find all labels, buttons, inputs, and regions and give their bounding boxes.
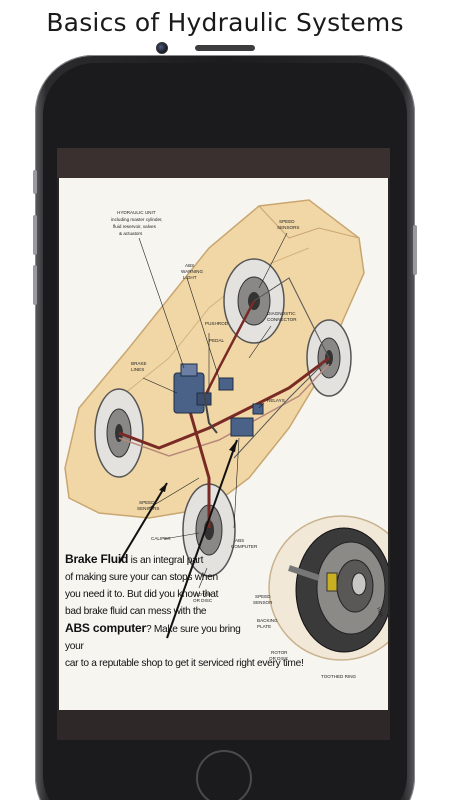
label-backing-plate-1: BACKING	[257, 618, 278, 623]
relays-box	[252, 403, 264, 415]
callout-lines	[138, 232, 288, 589]
caption-line-3: you need it to. But did you know that	[65, 589, 219, 600]
arrow-head	[229, 440, 237, 452]
abs-warning-light	[218, 377, 234, 391]
label-caliper: CALIPER	[151, 536, 171, 541]
label-speed-sensors-top-1: SPEED	[279, 219, 295, 224]
brake-line-main	[118, 356, 330, 450]
label-abs-warning-light-1: ABS	[185, 263, 194, 268]
brake-line-front	[187, 407, 211, 528]
caption-line-4: bad brake fluid can mess with the	[65, 606, 207, 617]
phone-power-button	[413, 225, 417, 275]
label-speed-sensors-top-2: SENSORS	[277, 225, 299, 230]
label-abs-warning-light-3: LIGHT	[183, 275, 197, 280]
front-left-wheel	[182, 483, 236, 577]
phone-volume-down-button	[33, 265, 37, 305]
label-relays: RELAYS	[267, 398, 285, 403]
brake-fluid-caption: Brake Fluid is an integral part of makin…	[65, 551, 304, 672]
phone-volume-up-button	[33, 215, 37, 255]
label-abs-computer-2: COMPUTER	[231, 544, 258, 549]
caption-line-5: ABS computer? Make sure you bring your	[65, 620, 255, 655]
phone-screen: HYDRAULIC UNIT including master cylinder…	[57, 148, 390, 740]
label-hydraulic-unit-sub2: fluid reservoir, valves	[113, 224, 157, 229]
label-speed-sensor-1: SPEED	[255, 594, 271, 599]
label-speed-sensor-2: SENSOR	[253, 600, 273, 605]
caption-line-1: Brake Fluid is an integral part	[65, 551, 255, 569]
label-hydraulic-unit-sub3: & actuators	[119, 231, 143, 236]
label-speed-sensors-left-1: SPEED	[139, 500, 155, 505]
sensor-wire-rear	[253, 277, 330, 359]
caption-line-2: of making sure your can stops when	[65, 572, 218, 583]
pedal	[203, 392, 218, 434]
abs-diagram-illustration: HYDRAULIC UNIT including master cylinder…	[64, 199, 388, 679]
screen-top-bar	[57, 148, 390, 178]
label-toothed-ring: TOOTHED RING	[321, 674, 357, 679]
label-speed-sensors-left-2: SENSORS	[137, 506, 159, 511]
arrow-to-abs-computer	[166, 439, 238, 639]
car-body-line	[118, 247, 310, 399]
label-brake-lines-2: LINES	[131, 367, 144, 372]
label-hydraulic-unit-sub1: including master cylinder,	[111, 217, 163, 222]
label-rotor-or-disc-1: ROTOR	[195, 592, 212, 597]
arrow-head	[159, 483, 167, 492]
label-pedal: PEDAL	[209, 338, 225, 343]
abs-diagram-image: HYDRAULIC UNIT including master cylinder…	[59, 178, 388, 710]
label-diagnostic-connector-1: DIAGNOSTIC	[267, 311, 296, 316]
caption-abs-computer: ABS computer	[65, 621, 146, 635]
label-brake-lines-1: BRAKE	[131, 361, 147, 366]
car-roof-line	[258, 205, 360, 239]
earpiece-speaker	[195, 45, 255, 51]
caption-brake-fluid: Brake Fluid	[65, 552, 129, 566]
brake-detail-inset	[268, 515, 388, 661]
phone-side-button	[33, 170, 37, 194]
label-rotor-or-disc-b1: ROTOR	[271, 650, 288, 655]
abs-computer-box	[230, 417, 254, 437]
caption-line-5-rest: ? Make sure you bring your	[65, 624, 241, 652]
home-button	[196, 750, 252, 800]
page-title: Basics of Hydraulic Systems	[46, 8, 404, 37]
label-hub: HUB	[376, 607, 384, 618]
label-rotor-or-disc-b2: OR DISC	[269, 656, 289, 661]
label-hydraulic-unit: HYDRAULIC UNIT	[117, 210, 156, 215]
label-abs-computer-1: ABS	[235, 538, 244, 543]
hydraulic-unit	[173, 363, 212, 414]
label-pushrod: PUSHROD	[205, 321, 229, 326]
caption-line-1-rest: is an integral part	[128, 555, 204, 566]
label-backing-plate-2: PLATE	[257, 624, 271, 629]
label-rotor-or-disc-2: OR DISC	[193, 598, 213, 603]
label-abs-warning-light-2: WARNING	[181, 269, 203, 274]
screen-bottom-bar	[57, 710, 390, 740]
arrow-to-caliper	[118, 482, 168, 564]
sensor-wire	[233, 362, 325, 459]
front-camera-icon	[156, 42, 168, 54]
label-diagnostic-connector-2: CONNECTOR	[267, 317, 297, 322]
caption-line-6: car to a reputable shop to get it servic…	[65, 658, 304, 669]
